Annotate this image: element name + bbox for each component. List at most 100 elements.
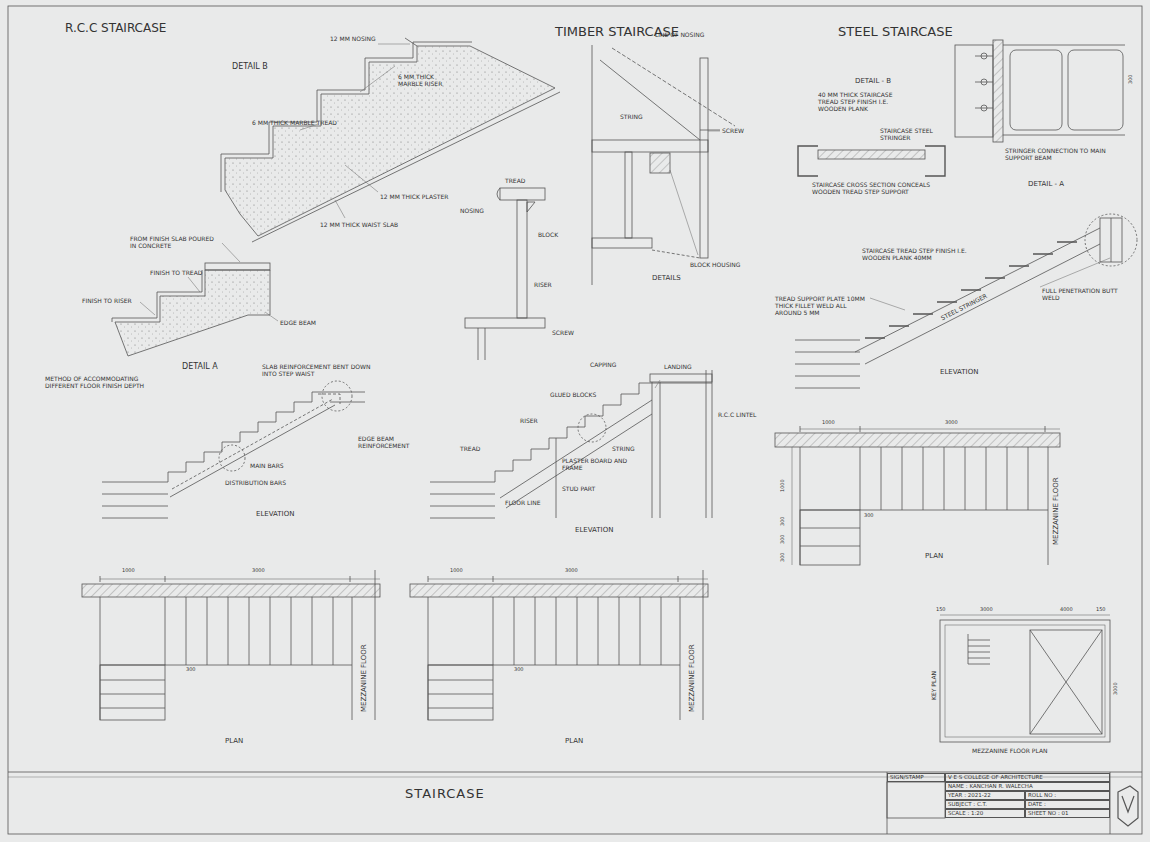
annotation-note: FINISH TO TREAD (150, 270, 202, 277)
steel-elevation-part (795, 364, 860, 365)
drawing-heading: DETAIL - A (1028, 180, 1064, 188)
leader-lines-part (708, 131, 720, 132)
leader-lines-part (140, 302, 155, 315)
leader-lines-part (222, 243, 240, 262)
rcc-detail-b-part (405, 38, 417, 46)
rcc-plan-part (350, 576, 351, 582)
dimension-text: 1000 (450, 568, 463, 574)
sheet-frame-part (887, 782, 945, 818)
timber-details-part (592, 45, 593, 285)
steel-plan-part (775, 433, 1060, 447)
timber-tread-riser-detail-part (465, 318, 545, 328)
dimension-text: 300 (514, 667, 524, 673)
leader-lines-part (188, 277, 200, 292)
title-block-text: DATE : (1028, 801, 1046, 807)
steel-plan-part (800, 528, 860, 546)
title-block-cell: NAME : KANCHAN R. WALECHA (945, 782, 1110, 791)
annotation-note: 12 MM THICK WAIST SLAB (320, 222, 398, 229)
title-block-cell: DATE : (1025, 800, 1110, 809)
steel-detail-b (798, 146, 945, 176)
key-plan-part (1030, 630, 1102, 734)
annotation-note: RISER (534, 282, 552, 289)
leader-lines-part (870, 298, 905, 310)
rcc-plan-part (165, 576, 166, 582)
drawing-heading: R.C.C STAIRCASE (65, 22, 166, 36)
steel-plan-part (1045, 426, 1046, 432)
timber-plan-part (703, 570, 704, 720)
timber-elevation-part (652, 382, 653, 518)
timber-plan (410, 570, 708, 720)
timber-details-part (592, 238, 652, 248)
dimension-text: 3000 (1113, 682, 1119, 695)
key-plan (940, 615, 1110, 742)
title-block-cell: SUBJECT : C.T. (945, 800, 1025, 809)
annotation-note: RISER (520, 418, 538, 425)
leader-lines-part (335, 200, 345, 218)
annotation-note: BLOCK (538, 232, 558, 239)
timber-plan-part (428, 579, 708, 580)
steel-plan (775, 426, 1060, 565)
annotation-note: STRING (620, 114, 643, 121)
rcc-plan (82, 570, 380, 720)
dimension-text: 300 (780, 534, 786, 544)
timber-details-part (612, 48, 735, 126)
timber-details-part (592, 140, 708, 152)
key-plan-part (945, 625, 1105, 737)
steel-plan-part (800, 426, 801, 432)
annotation-note: NOSING (460, 208, 484, 215)
rcc-elevation-part (318, 394, 340, 404)
drawing-heading: DETAIL - B (855, 77, 891, 85)
annotation-note: 12 MM THICK PLASTER (380, 194, 448, 201)
steel-plan-part (792, 447, 793, 565)
rcc-plan-part (375, 570, 376, 720)
leader-lines-part (1040, 258, 1110, 287)
rcc-plan-part (100, 576, 101, 582)
rcc-elevation-part (322, 381, 352, 411)
timber-tread-riser-detail-part (500, 188, 545, 200)
title-block-text: V E S COLLEGE OF ARCHITECTURE (948, 774, 1043, 780)
leader-lines-part (378, 44, 410, 45)
annotation-note: SLAB REINFORCEMENT BENT DOWN INTO STEP W… (262, 364, 372, 378)
rcc-plan-part (100, 579, 380, 580)
dimension-text: 150 (1096, 607, 1106, 613)
steel-detail-b-part (925, 146, 945, 176)
rcc-detail-b-part (221, 42, 472, 192)
title-block-text: YEAR : 2021-22 (948, 792, 991, 798)
annotation-note: MAIN BARS (250, 463, 284, 470)
timber-tread-riser-detail-part (517, 200, 527, 318)
drawing-heading: PLAN (925, 552, 943, 560)
steel-detail-a-part (1068, 50, 1123, 130)
annotation-note: MEZZANINE FLOOR PLAN (972, 748, 1048, 755)
rcc-elevation-part (102, 494, 168, 495)
steel-plan-part (1048, 447, 1049, 565)
title-block-text: ROLL NO : (1028, 792, 1056, 798)
dimension-text: 3000 (252, 568, 265, 574)
leader-lines-part (670, 170, 698, 255)
rcc-elevation-part (102, 482, 168, 483)
annotation-note: LANDING (664, 364, 692, 371)
title-block-text: SHEET NO : 01 (1028, 810, 1068, 816)
timber-elevation-part (578, 414, 606, 442)
steel-elevation-part (865, 244, 1100, 364)
annotation-note: STAIRCASE CROSS SECTION CONCEALS WOODEN … (812, 182, 942, 196)
sheet-frame-part (1118, 786, 1138, 826)
timber-elevation-part (430, 506, 495, 507)
annotation-note: STAIRCASE TREAD STEP FINISH I.E. WOODEN … (862, 248, 987, 262)
drawing-heading: DETAIL B (232, 62, 268, 71)
annotation-note: DISTRIBUTION BARS (225, 480, 286, 487)
steel-plan-part (860, 426, 861, 432)
timber-plan-part (428, 665, 493, 720)
timber-tread-riser-detail-part (527, 202, 535, 212)
key-plan-part (1030, 630, 1102, 734)
timber-elevation-part (430, 494, 495, 495)
drawing-heading: PLAN (565, 737, 583, 745)
steel-detail-a-part (975, 82, 993, 83)
annotation-note: GLUED BLOCKS (550, 392, 596, 399)
steel-elevation-part (1085, 214, 1137, 266)
steel-detail-a (955, 40, 1125, 142)
drawing-heading: PLAN (225, 737, 243, 745)
timber-plan-part (678, 576, 679, 582)
timber-details-part (652, 250, 700, 258)
timber-elevation-part (712, 370, 713, 518)
